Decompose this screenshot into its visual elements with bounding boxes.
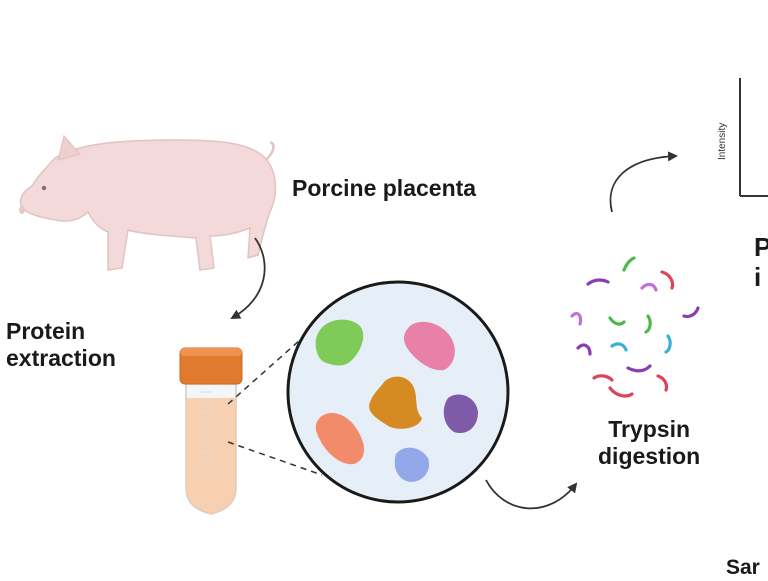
spectrum-intensity-axis-label: Intensity bbox=[717, 122, 728, 160]
pig-icon bbox=[19, 134, 277, 271]
cropped-label-bottom: Sar bbox=[726, 556, 760, 579]
protein-extraction-label: Protein extraction bbox=[6, 318, 116, 372]
arrow-to-extraction bbox=[230, 237, 266, 319]
trypsin-digestion-line-2: digestion bbox=[598, 443, 701, 470]
spectrum-plot-icon bbox=[739, 78, 768, 197]
falcon-tube-icon bbox=[179, 347, 243, 515]
arrow-to-digestion bbox=[485, 479, 578, 510]
cropped-label-right-1: P bbox=[754, 232, 768, 262]
peptide-fragments-icon bbox=[570, 256, 700, 398]
magnified-proteins-icon bbox=[286, 280, 510, 504]
trypsin-digestion-line-1: Trypsin bbox=[608, 416, 691, 442]
trypsin-digestion-label: Trypsin digestion bbox=[598, 416, 700, 470]
protein-extraction-line-2: extraction bbox=[6, 345, 116, 372]
protein-extraction-line-1: Protein bbox=[6, 318, 86, 344]
cropped-label-right-2: i bbox=[754, 262, 762, 292]
zoom-lines bbox=[227, 339, 323, 476]
arrow-to-spectrum bbox=[609, 151, 678, 213]
porcine-placenta-label: Porcine placenta bbox=[292, 175, 477, 201]
